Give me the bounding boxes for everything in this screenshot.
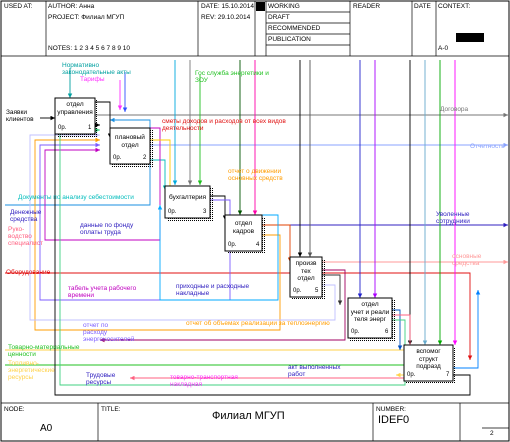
label-ruk: Руко- водство специалист xyxy=(8,226,44,247)
diagram-title: Филиал МГУП xyxy=(212,410,285,422)
label-tovarno-trans: товарно-транспортная накладная xyxy=(170,374,238,388)
status-publication: PUBLICATION xyxy=(268,36,311,43)
box-6[interactable] xyxy=(347,297,395,341)
label-tovarno: Товарно-материальные ценности xyxy=(8,344,80,358)
label-dokumenty: Документы по анализу себестоимости xyxy=(18,194,134,201)
label-oborudovanie: Оборудование xyxy=(6,269,51,276)
context-thumbnail xyxy=(456,33,484,42)
box-5-cost: 0р. xyxy=(293,288,302,294)
box-3-name: бухгалтерия xyxy=(168,194,206,201)
label-otchet-raskhod: отчет по расходу энергоносителей xyxy=(83,322,135,343)
label-akt: акт выполненных работ xyxy=(288,364,341,378)
box-4-name: отдел кадров xyxy=(232,220,255,235)
header-grid xyxy=(1,1,509,57)
title-label: TITLE: xyxy=(101,406,121,413)
box-4-num: 4 xyxy=(256,242,260,248)
box-6-num: 6 xyxy=(385,329,389,335)
page-number: 2 xyxy=(490,430,494,437)
label-otchet-obem: отчет об объемах реализации за теплоэнер… xyxy=(186,320,330,327)
box-3-cost: 0р. xyxy=(168,209,177,215)
status-working: WORKING xyxy=(268,3,300,10)
label-otchetnost: Отчетность xyxy=(470,143,505,150)
label-zayavki: Заявки клиентов xyxy=(6,109,34,123)
box-7[interactable] xyxy=(403,344,456,384)
box-1-num: 1 xyxy=(88,125,92,131)
box-5[interactable] xyxy=(289,256,325,300)
context-label: CONTEXT: xyxy=(438,3,471,10)
node-label: NODE: xyxy=(4,406,25,413)
label-gos: Гос служба энергетики и ЗОУ xyxy=(195,70,269,84)
label-osnovnye: основные средства xyxy=(452,253,482,267)
box-7-num: 7 xyxy=(446,372,450,378)
box-5-name: произв тех отдел xyxy=(295,260,317,282)
box-7-cost: 0р. xyxy=(407,372,416,378)
label-dogovora: Договора xyxy=(440,106,469,113)
function-boxes xyxy=(54,97,456,384)
box-2[interactable] xyxy=(109,127,153,167)
label-otchet-dvizh: отчет о движении основных средств xyxy=(228,168,283,182)
label-toplivnye: Топливно- энергетические ресурсы xyxy=(8,360,55,381)
box-4[interactable] xyxy=(224,214,265,254)
label-normativno: Нормативно законодательные акты xyxy=(62,62,131,76)
working-status-marker xyxy=(256,2,265,11)
box-5-num: 5 xyxy=(315,288,319,294)
rev-field: REV: 29.10.2014 xyxy=(201,14,251,21)
project-field: PROJECT: Филиал МГУП xyxy=(48,14,125,21)
box-3[interactable] xyxy=(164,185,213,221)
number-value: IDEF0 xyxy=(378,414,410,426)
box-1-cost: 0р. xyxy=(58,125,67,131)
box-1[interactable] xyxy=(54,97,98,137)
label-dannye-fond: данные по фонду оплаты труда xyxy=(80,222,134,236)
status-draft: DRAFT xyxy=(268,14,290,21)
box-1-name: отдел управления xyxy=(57,101,93,116)
label-smety: сметы доходов и расходов от всех видов д… xyxy=(162,118,286,132)
context-id: A-0 xyxy=(438,45,449,52)
notes-field: NOTES: 1 2 3 4 5 6 7 8 9 10 xyxy=(48,45,131,52)
label-tabel: табель учета рабочего времени xyxy=(68,285,137,299)
box-2-cost: 0р. xyxy=(113,155,122,161)
node-value: A0 xyxy=(40,423,53,434)
used-at-label: USED AT: xyxy=(4,3,33,10)
label-uvolennye: Уволенные сотрудники xyxy=(436,211,470,225)
label-trudovye: Трудовые ресурсы xyxy=(86,372,116,386)
box-4-cost: 0р. xyxy=(228,242,237,248)
reader-label: READER xyxy=(353,3,381,10)
box-7-name: вспомог структ подразд xyxy=(416,348,441,370)
number-label: NUMBER: xyxy=(376,406,406,413)
status-recommended: RECOMMENDED xyxy=(268,25,321,32)
box-2-name: плановый отдел xyxy=(115,134,145,149)
box-3-num: 3 xyxy=(203,209,207,215)
footer-grid xyxy=(1,402,509,441)
date2-label: DATE xyxy=(414,3,431,10)
box-2-num: 2 xyxy=(143,155,147,161)
label-tarify: Тарифы xyxy=(80,76,105,83)
box-6-cost: 0р. xyxy=(351,329,360,335)
label-prikhodnye: приходные и расходные накладные xyxy=(176,283,250,297)
label-denezhnye: Денежные средства xyxy=(10,209,42,223)
date-field: DATE: 15.10.2014 xyxy=(201,3,254,10)
box-6-name: отдел учет и реали теля энерг xyxy=(350,301,390,323)
author-field: AUTHOR: Анна xyxy=(48,3,95,10)
